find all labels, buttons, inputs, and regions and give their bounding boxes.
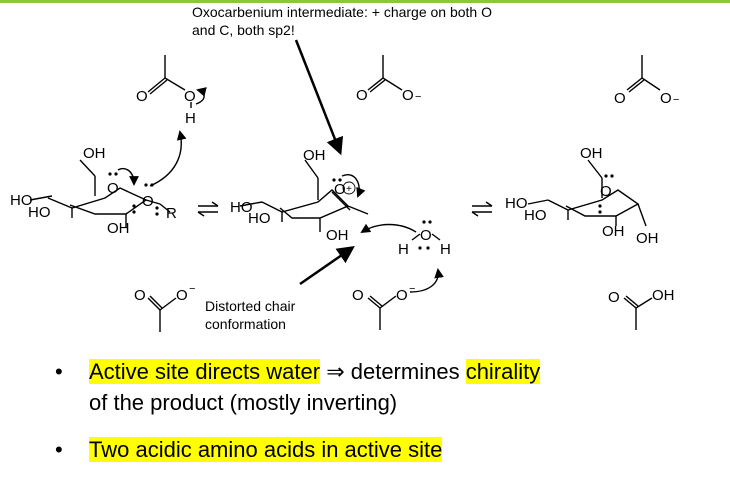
- atom-o-ring: O: [600, 183, 612, 200]
- minus-sign: −: [409, 283, 415, 295]
- bullet-text: Two acidic amino acids in active site: [89, 434, 689, 465]
- atom-o: O: [134, 287, 146, 304]
- bullet-text-plain: ⇒ determines: [320, 359, 466, 384]
- bullet-item: • Two acidic amino acids in active site: [55, 434, 695, 468]
- curved-arrows: [117, 87, 444, 293]
- atom-o: O: [660, 90, 672, 107]
- plus-sign: +: [346, 184, 352, 195]
- atom-o: O: [614, 90, 626, 107]
- atom-o: O: [136, 88, 148, 105]
- bullet-glyph: •: [55, 359, 63, 384]
- atom-ho: HO: [28, 204, 51, 221]
- oxocarbenium-caption: Oxocarbenium intermediate: + charge on b…: [192, 3, 612, 39]
- atom-oh: OH: [580, 145, 603, 162]
- atom-oh: OH: [636, 230, 659, 247]
- atom-h: H: [440, 241, 451, 258]
- bullet-item: • Active site directs water ⇒ determines…: [55, 356, 695, 422]
- top-right-carboxylate: [626, 55, 661, 93]
- atom-oh: OH: [652, 287, 675, 304]
- minus-sign: −: [673, 94, 679, 106]
- atom-o: O: [356, 87, 368, 104]
- bullet-text-plain: of the product (mostly inverting): [89, 390, 398, 415]
- minus-sign: −: [189, 283, 195, 295]
- atom-ho: HO: [248, 210, 271, 227]
- atom-o: O: [608, 289, 620, 306]
- atom-oh: OH: [83, 145, 106, 162]
- atom-ho: HO: [230, 199, 253, 216]
- plus-charge-circle: [342, 181, 356, 195]
- atom-ho: HO: [524, 207, 547, 224]
- atom-o: O: [184, 88, 196, 105]
- atom-o: O: [142, 193, 154, 210]
- middle-oxocarbenium-ring: [239, 159, 369, 232]
- highlighted-text: Active site directs water: [89, 359, 321, 384]
- highlighted-text: Two acidic amino acids in active site: [89, 437, 443, 462]
- equilibrium-arrow: [471, 201, 493, 217]
- caption-line: and C, both sp2!: [192, 22, 295, 38]
- caption-line: Oxocarbenium intermediate: + charge on b…: [192, 4, 493, 20]
- atom-o: O: [420, 227, 432, 244]
- atom-h: H: [398, 241, 409, 258]
- minus-sign: −: [415, 91, 421, 103]
- atom-o: O: [176, 287, 188, 304]
- pointer-arrows: [294, 39, 355, 286]
- caption-line: conformation: [205, 316, 286, 332]
- distorted-chair-caption: Distorted chair conformation: [205, 297, 365, 333]
- top-middle-carboxylate: [367, 55, 403, 93]
- atom-oh: OH: [107, 220, 130, 237]
- atom-ho: HO: [10, 192, 33, 209]
- atom-oh: OH: [326, 227, 349, 244]
- atom-h: H: [185, 110, 196, 127]
- atom-oh: OH: [602, 223, 625, 240]
- caption-line: Distorted chair: [205, 298, 296, 314]
- water-molecule: [411, 233, 441, 241]
- bottom-right-acid: [623, 295, 653, 330]
- atom-o: O: [396, 287, 408, 304]
- lone-pair-dots: [418, 220, 432, 250]
- atom-o: O: [352, 287, 364, 304]
- right-glucose-ring: [527, 159, 647, 227]
- lone-pair-dots: [598, 174, 614, 214]
- lone-pair-dots: [332, 178, 342, 182]
- atom-r: R: [166, 205, 177, 222]
- bottom-left-carboxylate: [147, 295, 177, 332]
- atom-o-ring: O: [334, 181, 346, 198]
- top-left-acid: [147, 55, 192, 108]
- atom-o: O: [402, 87, 414, 104]
- equilibrium-arrow: [197, 201, 219, 217]
- highlighted-text: chirality: [465, 359, 541, 384]
- bullet-text: Active site directs water ⇒ determines c…: [89, 356, 689, 418]
- atom-ho: HO: [505, 195, 528, 212]
- bullet-glyph: •: [55, 437, 63, 462]
- atom-o-ring: O: [107, 180, 119, 197]
- atom-oh: OH: [303, 147, 326, 164]
- bottom-middle-carboxylate: [367, 295, 397, 330]
- left-glucose-ring: [29, 159, 171, 228]
- top-accent-line: [0, 0, 730, 3]
